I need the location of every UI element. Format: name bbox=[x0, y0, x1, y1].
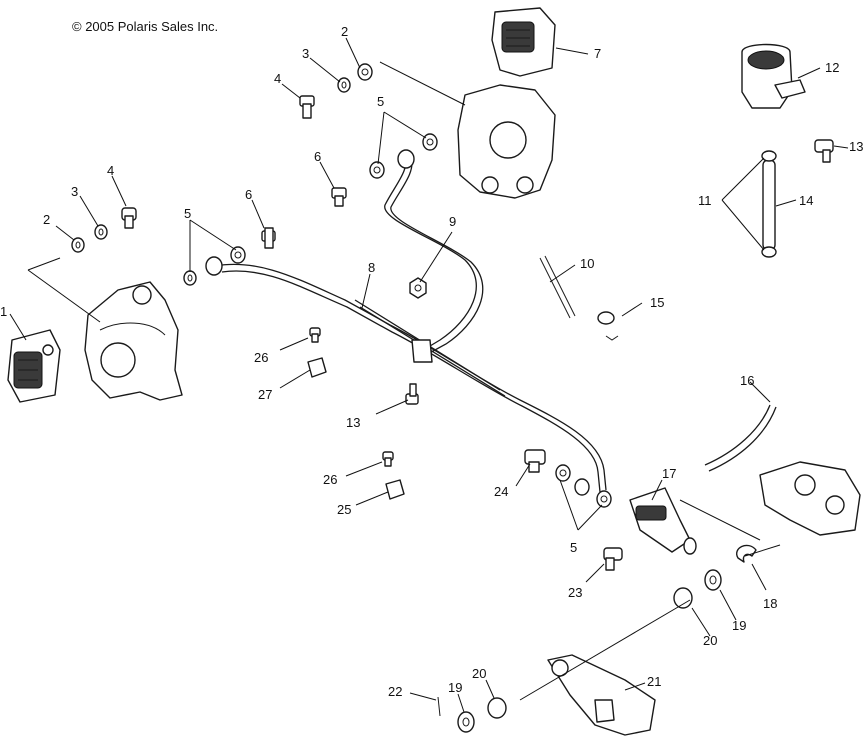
copyright-notice: © 2005 Polaris Sales Inc. bbox=[72, 19, 218, 34]
knuckle-right bbox=[379, 61, 556, 199]
brake-pedal bbox=[547, 654, 656, 736]
caliper-right bbox=[491, 7, 556, 77]
callout-5: 5 bbox=[377, 94, 384, 109]
callout-17: 17 bbox=[662, 466, 676, 481]
callout-14: 14 bbox=[799, 193, 813, 208]
callout-labels: 1 2 2 3 3 4 4 5 5 5 6 6 7 8 9 10 11 12 1… bbox=[0, 24, 863, 699]
knuckle-left bbox=[27, 257, 183, 401]
callout-6: 6 bbox=[314, 149, 321, 164]
callout-20: 20 bbox=[472, 666, 486, 681]
clip-18 bbox=[736, 544, 757, 563]
callout-26: 26 bbox=[254, 350, 268, 365]
callout-7: 7 bbox=[594, 46, 601, 61]
callout-15: 15 bbox=[650, 295, 664, 310]
callout-13: 13 bbox=[346, 415, 360, 430]
callout-1: 1 bbox=[0, 304, 7, 319]
callout-4: 4 bbox=[107, 163, 114, 178]
callout-3: 3 bbox=[71, 184, 78, 199]
bolt-13-top bbox=[814, 139, 834, 163]
brake-switch bbox=[629, 487, 697, 555]
callout-25: 25 bbox=[337, 502, 351, 517]
callout-2: 2 bbox=[43, 212, 50, 227]
callout-19: 19 bbox=[732, 618, 746, 633]
master-cylinder bbox=[741, 43, 806, 109]
callout-22: 22 bbox=[388, 684, 402, 699]
pedal-bracket-right bbox=[679, 461, 861, 557]
callout-8: 8 bbox=[368, 260, 375, 275]
callout-9: 9 bbox=[449, 214, 456, 229]
callout-5: 5 bbox=[184, 206, 191, 221]
callout-23: 23 bbox=[568, 585, 582, 600]
leader-lines bbox=[9, 37, 849, 713]
callout-12: 12 bbox=[825, 60, 839, 75]
callout-2: 2 bbox=[341, 24, 348, 39]
callout-18: 18 bbox=[763, 596, 777, 611]
hardware bbox=[71, 63, 623, 571]
callout-3: 3 bbox=[302, 46, 309, 61]
callout-6: 6 bbox=[245, 187, 252, 202]
callout-5: 5 bbox=[570, 540, 577, 555]
caliper-left bbox=[7, 329, 61, 403]
callout-4: 4 bbox=[274, 71, 281, 86]
pedal-hardware bbox=[437, 569, 722, 733]
callout-26: 26 bbox=[323, 472, 337, 487]
reservoir-hose bbox=[761, 150, 777, 258]
callout-11: 11 bbox=[698, 193, 712, 208]
callout-16: 16 bbox=[740, 373, 754, 388]
callout-27: 27 bbox=[258, 387, 272, 402]
callout-20: 20 bbox=[703, 633, 717, 648]
callout-19: 19 bbox=[448, 680, 462, 695]
callout-13: 13 bbox=[849, 139, 863, 154]
callout-21: 21 bbox=[647, 674, 661, 689]
brake-lines bbox=[214, 154, 777, 493]
callout-10: 10 bbox=[580, 256, 594, 271]
callout-24: 24 bbox=[494, 484, 508, 499]
